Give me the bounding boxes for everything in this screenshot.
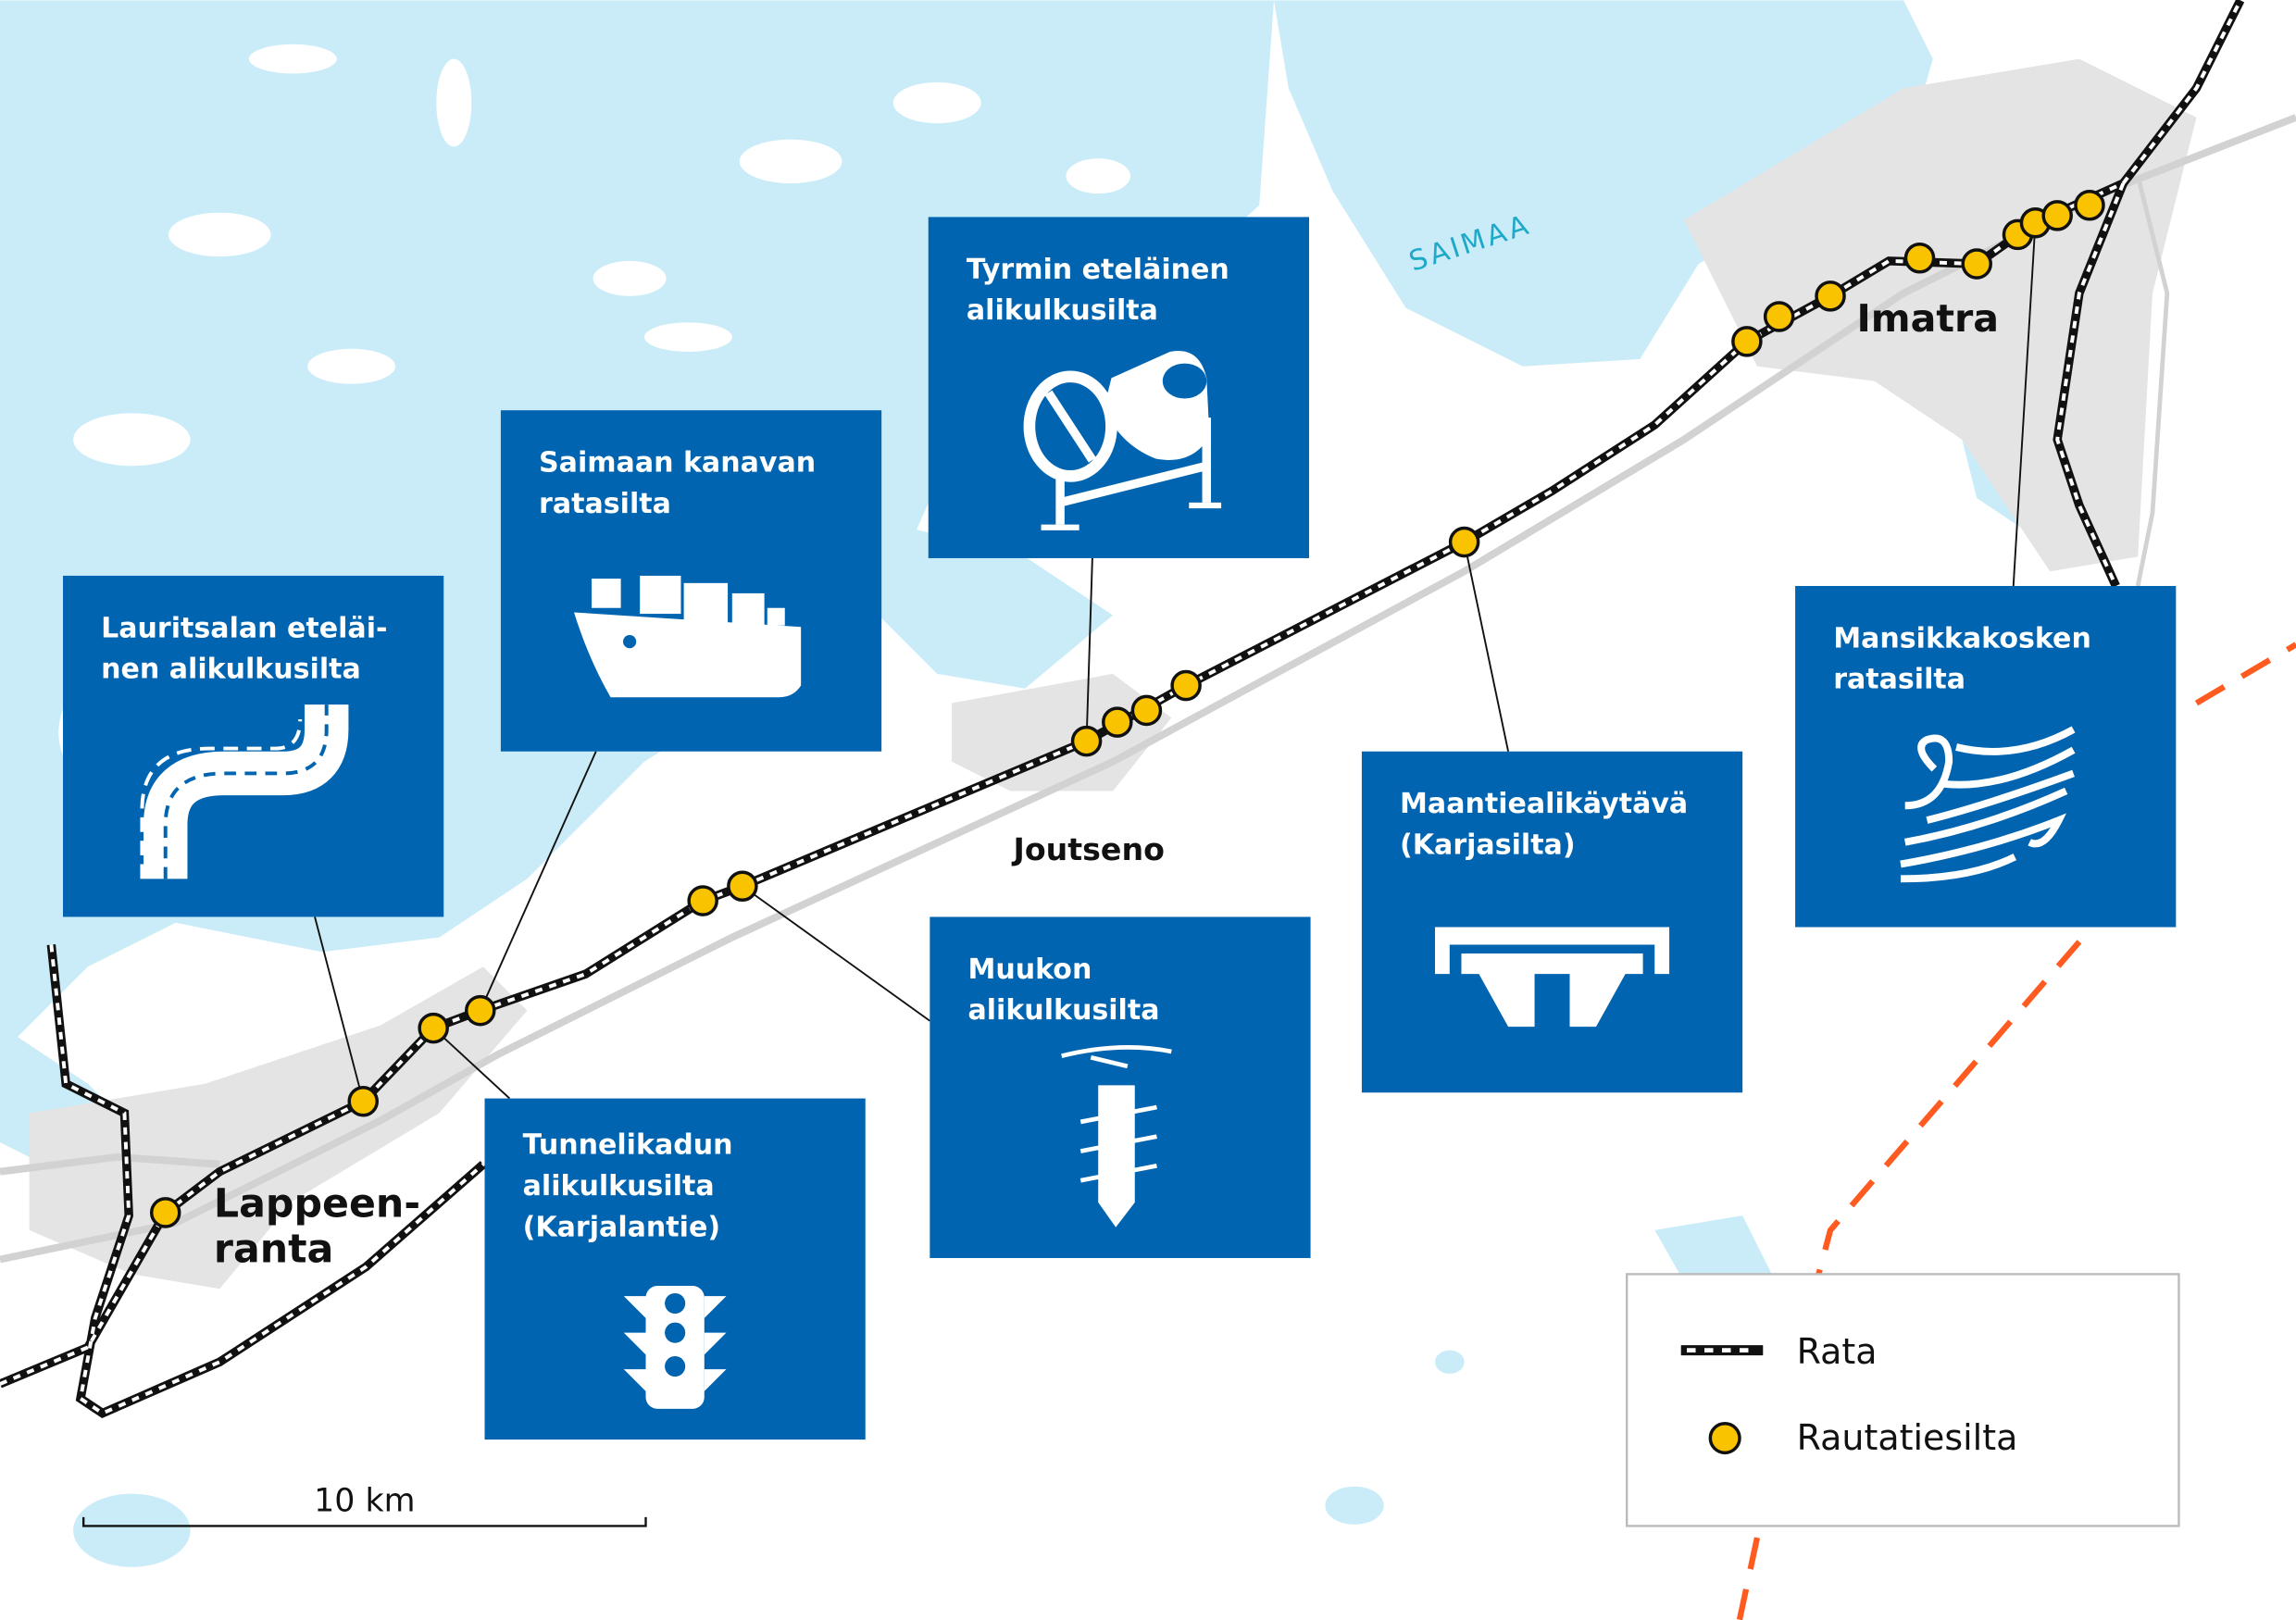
legend-label-bridge: Rautatiesilta bbox=[1797, 1417, 2018, 1458]
place-lappeenranta: Lappeen- ranta bbox=[214, 1181, 434, 1273]
bridge-icon bbox=[1435, 927, 1670, 1028]
railway-bridge-marker[interactable] bbox=[1070, 725, 1103, 757]
rapids-icon bbox=[1900, 726, 2076, 883]
legend-bridge-symbol bbox=[1708, 1421, 1741, 1455]
railway-bridge-marker[interactable] bbox=[1961, 248, 1992, 280]
traffic-light-icon bbox=[623, 1286, 727, 1409]
railway-bridge-marker[interactable] bbox=[1130, 694, 1163, 727]
railway-bridge-marker[interactable] bbox=[418, 1012, 449, 1044]
railway-bridge-marker[interactable] bbox=[1102, 706, 1133, 738]
railway-bridge-marker[interactable] bbox=[1815, 280, 1846, 312]
railway-bridge-marker[interactable] bbox=[1170, 669, 1202, 702]
place-imatra: Imatra bbox=[1857, 296, 2000, 341]
scale-bar: 10 km bbox=[81, 1483, 647, 1527]
scale-bar-label: 10 km bbox=[314, 1483, 415, 1520]
cargo-ship-icon bbox=[574, 575, 802, 698]
railway-bridge-marker[interactable] bbox=[727, 870, 758, 903]
svg-text:Lauritsalan eteläi-nen alikulk: Lauritsalan eteläi-nen alikulkusilta bbox=[101, 612, 387, 685]
legend: Rata Rautatiesilta bbox=[1626, 1273, 2180, 1527]
national-border bbox=[1736, 642, 2296, 1620]
railway-bridge-marker[interactable] bbox=[1448, 526, 1480, 558]
railway-bridge-marker[interactable] bbox=[1763, 301, 1795, 332]
svg-text:Maantiealikäytävä(Karjasilta): Maantiealikäytävä(Karjasilta) bbox=[1400, 788, 1688, 861]
railway-bridge-marker[interactable] bbox=[2041, 200, 2073, 231]
leader-lines bbox=[314, 222, 2037, 1102]
railway-bridge-marker[interactable] bbox=[149, 1197, 181, 1228]
cement-mixer-icon bbox=[1023, 350, 1222, 530]
box-maantie[interactable]: Maantiealikäytävä(Karjasilta) bbox=[1361, 751, 1743, 1093]
railway-bridge-marker[interactable] bbox=[465, 994, 496, 1027]
legend-label-railway: Rata bbox=[1797, 1331, 1878, 1372]
pile-drill-icon bbox=[1061, 1045, 1172, 1227]
place-joutseno: Joutseno bbox=[1011, 831, 1164, 867]
railway-bridges bbox=[149, 190, 2105, 1228]
railway-bridge-marker[interactable] bbox=[1731, 326, 1763, 357]
railway-bridge-marker[interactable] bbox=[2074, 190, 2105, 221]
box-lauritsala[interactable]: Lauritsalan eteläi-nen alikulkusilta bbox=[63, 575, 444, 917]
winding-road-icon bbox=[140, 704, 349, 879]
railway-bridge-marker[interactable] bbox=[347, 1085, 380, 1117]
railway-bridge-marker[interactable] bbox=[1903, 242, 1936, 274]
railway-bridge-marker[interactable] bbox=[687, 885, 718, 916]
